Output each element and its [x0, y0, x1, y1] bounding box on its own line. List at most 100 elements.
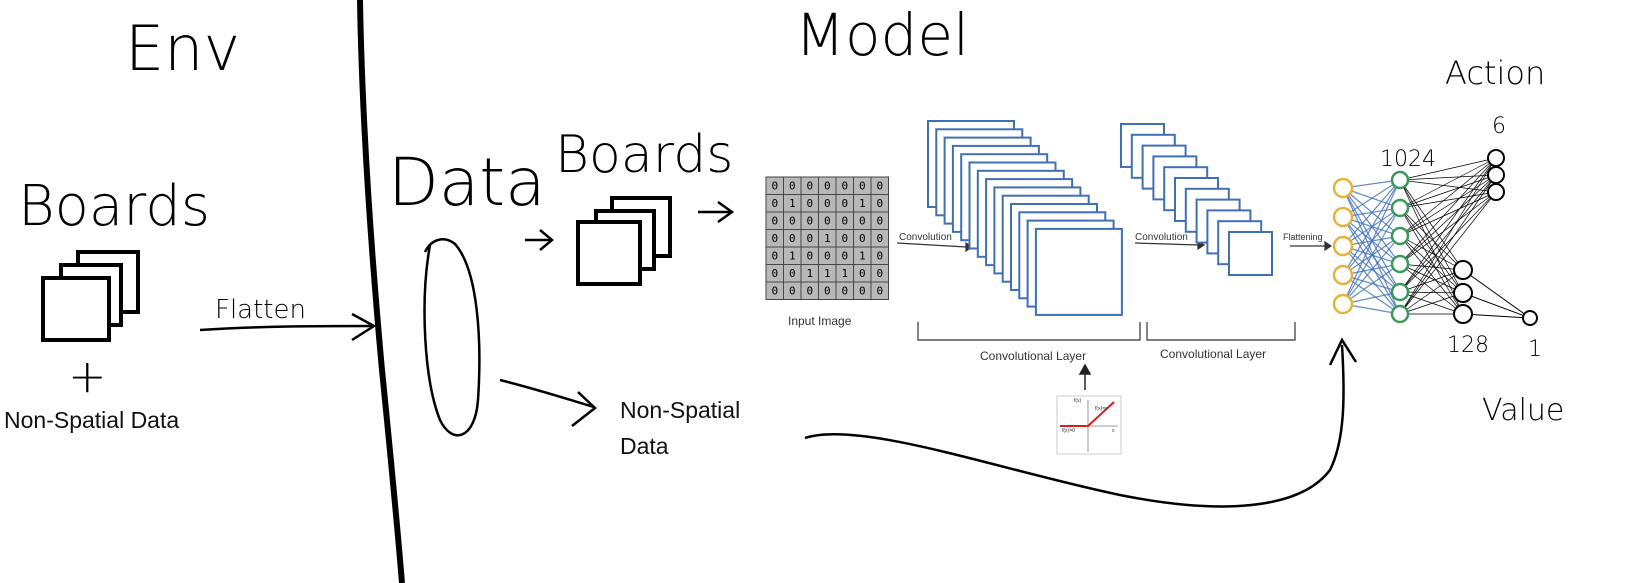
- flattening-arrow-label: Flattening: [1283, 232, 1323, 242]
- input-grid-cell-value: 0: [876, 197, 883, 210]
- svg-text:f(x): f(x): [1074, 398, 1082, 404]
- input-grid-cell-value: 0: [841, 284, 848, 297]
- input-grid-cell-value: 0: [771, 214, 778, 227]
- action-label: Action: [1445, 54, 1545, 92]
- dense-edge: [1399, 207, 1464, 294]
- dense-edge: [1342, 263, 1401, 305]
- model-heading: Model: [795, 1, 969, 69]
- dense-1024-node: [1390, 170, 1410, 190]
- data-boards-stack-icon: [576, 196, 672, 286]
- input-grid-cell-value: 0: [771, 267, 778, 280]
- flatten-node: [1332, 293, 1354, 315]
- dense-edge: [1399, 291, 1464, 315]
- dense-edge: [1399, 157, 1497, 293]
- action-node: [1487, 183, 1505, 201]
- input-grid-cell-value: 1: [824, 232, 831, 245]
- input-grid-cell-value: 1: [859, 249, 866, 262]
- input-grid-cell-value: 0: [806, 197, 813, 210]
- dense-edge: [1399, 191, 1497, 265]
- dense-edge: [1399, 235, 1464, 294]
- conv1-arrow-label: Convolution: [899, 232, 952, 243]
- action-count-label: 6: [1492, 114, 1506, 139]
- input-grid-cell-value: 0: [824, 179, 831, 192]
- dense-edge: [1342, 207, 1401, 305]
- input-grid-cell-value: 0: [859, 214, 866, 227]
- input-grid-cell-value: 0: [859, 179, 866, 192]
- dense-edges: [1342, 157, 1531, 319]
- relu-up-arrow: [1078, 363, 1092, 390]
- input-grid-cell-value: 1: [841, 267, 848, 280]
- env-boards-label: Boards: [18, 174, 210, 239]
- action-node: [1487, 149, 1505, 167]
- dense-1024-node: [1390, 254, 1410, 274]
- flattening-arrow: [1290, 240, 1333, 252]
- env-boards-stack-icon: [41, 250, 140, 342]
- data-non-spatial-line2: Data: [620, 433, 669, 459]
- input-grid-cell-value: 0: [771, 284, 778, 297]
- dense-1024-node: [1390, 198, 1410, 218]
- data-label: Data: [388, 144, 546, 221]
- input-grid-cell-value: 0: [806, 284, 813, 297]
- dense-edge: [1342, 235, 1401, 305]
- input-grid-cell-value: 1: [824, 267, 831, 280]
- input-grid-cell-value: 0: [876, 267, 883, 280]
- feature-map: [1228, 231, 1273, 276]
- input-grid-cell-value: 0: [859, 232, 866, 245]
- conv2-arrow-label: Convolution: [1135, 232, 1188, 243]
- input-grid-cell-value: 0: [789, 267, 796, 280]
- input-grid-cell-value: 0: [841, 232, 848, 245]
- dense-edge: [1399, 191, 1497, 315]
- input-grid-cell-value: 0: [876, 232, 883, 245]
- input-grid-cell-value: 0: [876, 179, 883, 192]
- env-non-spatial-label: Non-Spatial Data: [4, 407, 179, 433]
- dense-edge: [1399, 174, 1497, 237]
- input-grid-cell-value: 0: [824, 284, 831, 297]
- dense-edge: [1399, 179, 1464, 294]
- conv-layer-2-bracket: [1146, 322, 1296, 341]
- input-grid-cell-value: 1: [806, 267, 813, 280]
- dense-edge: [1399, 292, 1464, 315]
- dense-edge: [1399, 191, 1497, 237]
- dense-1024-node: [1390, 226, 1410, 246]
- input-grid-cell-value: 0: [806, 214, 813, 227]
- conv-layer-2-label: Convolutional Layer: [1160, 347, 1266, 361]
- action-node: [1487, 166, 1505, 184]
- flatten-label: Flatten: [215, 295, 306, 325]
- input-grid-cell: [870, 281, 889, 300]
- dense-edge: [1399, 235, 1464, 315]
- conv-layer-1-label: Convolutional Layer: [980, 349, 1086, 363]
- input-grid-cell-value: 0: [789, 214, 796, 227]
- non-spatial-to-dense-arrow: [804, 337, 1358, 508]
- dense-edge: [1399, 191, 1497, 293]
- flatten-node: [1332, 264, 1354, 286]
- dense-edge: [1342, 179, 1401, 305]
- hidden-128-node: [1453, 260, 1473, 280]
- hidden-128-node: [1453, 283, 1473, 303]
- input-grid-cell-value: 0: [841, 197, 848, 210]
- hidden-128-node: [1453, 304, 1473, 324]
- dense-1024-node: [1390, 304, 1410, 324]
- dense-nodes: [1332, 149, 1538, 326]
- dense-edge: [1399, 263, 1464, 271]
- dense-edge: [1342, 179, 1401, 247]
- relu-graph: f(x) f(x)=x f(x)=0 x: [1056, 395, 1122, 455]
- dense-edge: [1399, 157, 1497, 315]
- dense-edge: [1399, 269, 1464, 315]
- dense-edge: [1399, 174, 1497, 293]
- input-grid-cell-value: 0: [806, 249, 813, 262]
- input-grid-cell-value: 1: [789, 249, 796, 262]
- flatten-node: [1332, 206, 1354, 228]
- dense-edge: [1399, 263, 1464, 315]
- flatten-node: [1332, 235, 1354, 257]
- dense-edge: [1399, 157, 1497, 181]
- value-count-label: 1: [1528, 337, 1542, 362]
- dense-edge: [1342, 179, 1401, 276]
- data-boards-label: Boards: [555, 125, 733, 185]
- data-to-non-spatial-arrow: [499, 378, 597, 427]
- env-plus-sign: +: [68, 349, 107, 403]
- input-grid-cell-value: 0: [859, 267, 866, 280]
- hidden-128-label: 128: [1447, 333, 1489, 358]
- input-grid-cell-value: 0: [771, 197, 778, 210]
- dense-edge: [1399, 174, 1497, 315]
